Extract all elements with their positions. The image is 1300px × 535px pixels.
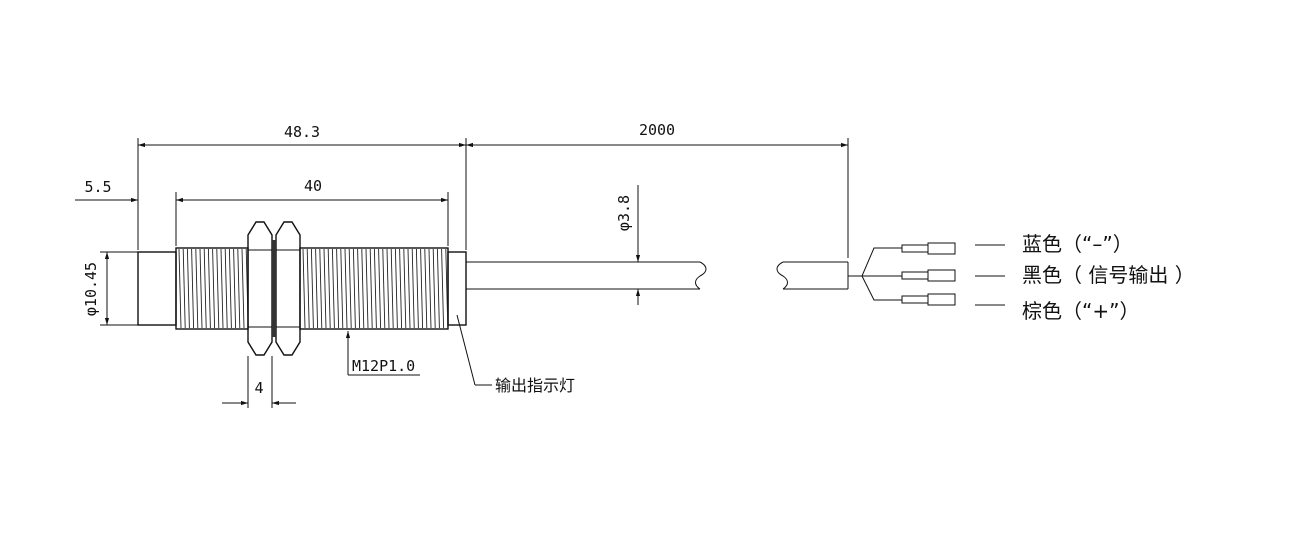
output-indicator-label: 输出指示灯: [495, 376, 575, 395]
dim-body-diameter: [100, 251, 138, 326]
dim-overall-length-text: 48.3: [284, 123, 320, 141]
thread-spec-text: M12P1.0: [352, 357, 415, 375]
wire-label-brown: 棕色（“+”）: [1022, 299, 1139, 323]
dim-thread-length: [176, 192, 449, 246]
sensor-body: [137, 221, 467, 356]
dim-cable-length: [466, 138, 849, 258]
dim-nut-thickness: [222, 356, 296, 408]
dim-cable-diameter: [630, 185, 650, 305]
thread-spec-leader: [345, 331, 420, 376]
indicator-leader: [456, 314, 492, 386]
hex-nut-right: [275, 221, 301, 356]
dim-cable-diameter-text: φ3.8: [615, 195, 633, 231]
dim-nut-thickness-text: 4: [254, 379, 263, 397]
wire-label-blue: 蓝色（“–”）: [1022, 232, 1133, 256]
wire-label-black: 黑色（ 信号输出 ）: [1022, 263, 1195, 287]
indicator-collar: [447, 251, 467, 326]
hex-nut-left: [247, 221, 273, 356]
dim-front-offset-text: 5.5: [84, 178, 111, 196]
dim-thread-length-text: 40: [304, 177, 322, 195]
washer: [272, 240, 276, 337]
cable: [466, 261, 849, 290]
dim-overall-length: [137, 138, 467, 250]
dim-cable-length-text: 2000: [639, 121, 675, 139]
dim-front-offset: [75, 192, 177, 246]
dim-body-diameter-text: φ10.45: [82, 262, 100, 316]
sensor-nose: [137, 251, 177, 326]
wire-leads: [848, 242, 1005, 306]
thread-pattern: [178, 248, 449, 329]
